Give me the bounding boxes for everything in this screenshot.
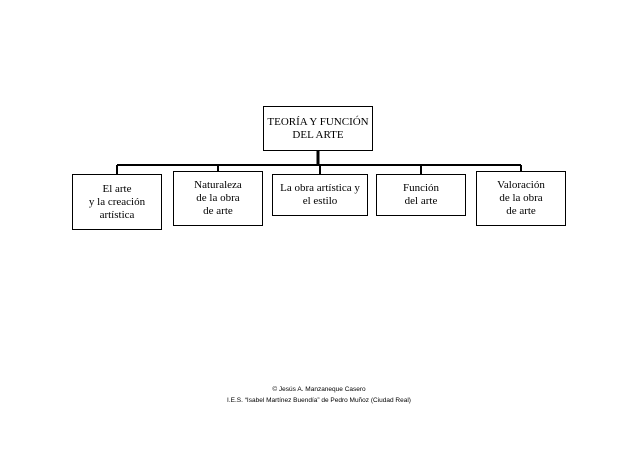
root-line-2: DEL ARTE bbox=[292, 128, 344, 141]
child-3-line-1: La obra artística y bbox=[280, 182, 360, 194]
child-node-funcion: Función del arte bbox=[376, 174, 466, 216]
child-5-line-1: Valoración bbox=[497, 179, 545, 191]
child-node-valoracion: Valoración de la obra de arte bbox=[476, 171, 566, 226]
child-node-naturaleza: Naturaleza de la obra de arte bbox=[173, 171, 263, 226]
root-node: TEORÍA Y FUNCIÓN DEL ARTE bbox=[263, 106, 373, 151]
child-node-el-arte: El arte y la creación artística bbox=[72, 174, 162, 230]
child-1-line-1: El arte bbox=[102, 182, 132, 195]
footer-author: © Jesús A. Manzaneque Casero bbox=[272, 386, 366, 393]
child-3-line-2: el estilo bbox=[302, 195, 338, 207]
child-node-obra-estilo: La obra artística y el estilo bbox=[272, 174, 368, 216]
root-line-1: TEORÍA Y FUNCIÓN bbox=[267, 115, 369, 128]
child-5-line-2: de la obra bbox=[499, 192, 543, 204]
child-5-line-3: de arte bbox=[506, 205, 536, 217]
child-2-line-1: Naturaleza bbox=[194, 179, 242, 191]
child-2-line-2: de la obra bbox=[196, 192, 240, 204]
footer-school: I.E.S. “Isabel Martínez Buendía” de Pedr… bbox=[227, 397, 411, 404]
child-1-line-2: y la creación bbox=[88, 195, 146, 208]
child-2-line-3: de arte bbox=[203, 205, 233, 217]
child-4-line-1: Función bbox=[402, 182, 440, 194]
child-4-line-2: del arte bbox=[404, 195, 438, 207]
child-1-line-3: artística bbox=[99, 208, 135, 221]
